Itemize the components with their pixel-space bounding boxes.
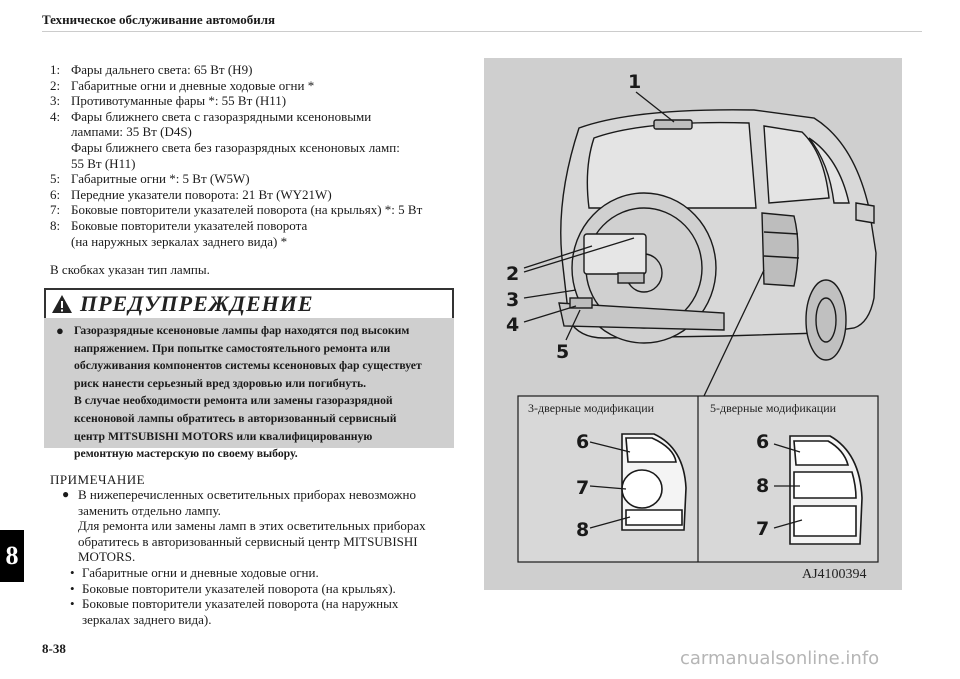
callout-2: 2 [506, 263, 519, 285]
note-body: ● В нижеперечисленных осветительных приб… [62, 487, 462, 627]
note-item: Боковые повторители указателей поворота … [70, 596, 462, 627]
page-header: Техническое обслуживание автомобиля [42, 12, 276, 27]
callout-5: 5 [556, 341, 569, 363]
bulb-list: 1:Фары дальнего света: 65 Вт (H9) 2:Габа… [50, 62, 470, 249]
callout-3: 3 [506, 289, 519, 311]
callout-7-3door: 7 [576, 477, 589, 499]
note-text: В нижеперечисленных осветительных прибор… [78, 487, 426, 565]
list-item: 8:Боковые повторители указателей поворот… [50, 217, 308, 249]
callout-6-3door: 6 [576, 431, 589, 453]
warning-header: ПРЕДУПРЕЖДЕНИЕ [44, 288, 454, 318]
callout-1: 1 [628, 71, 641, 93]
list-item: 1:Фары дальнего света: 65 Вт (H9) [50, 62, 253, 77]
warning-text: Газоразрядные ксеноновые лампы фар наход… [74, 324, 422, 461]
header-divider [42, 31, 922, 32]
callout-8-3door: 8 [576, 519, 589, 541]
warning-title: ПРЕДУПРЕЖДЕНИЕ [80, 291, 314, 316]
warning-triangle-icon [52, 295, 72, 313]
callout-8-5door: 8 [756, 475, 769, 497]
list-item: 3:Противотуманные фары *: 55 Вт (H11) [50, 93, 287, 109]
watermark: carmanualsonline.info [680, 648, 880, 669]
bracket-note: В скобках указан тип лампы. [50, 262, 210, 277]
callout-7-5door: 7 [756, 518, 769, 540]
warning-box: ПРЕДУПРЕЖДЕНИЕ ● Газоразрядные ксеноновы… [44, 288, 454, 460]
figure-code: AJ4100394 [802, 567, 867, 582]
note-item: Боковые повторители указателей поворота … [70, 581, 462, 597]
callout-6-5door: 6 [756, 431, 769, 453]
list-item: 6:Передние указатели поворота: 21 Вт (WY… [50, 186, 332, 202]
panel-label-3door: 3-дверные модификации [528, 401, 655, 415]
list-item: 2:Габаритные огни и дневные ходовые огни… [50, 77, 315, 93]
note-title: ПРИМЕЧАНИЕ [50, 472, 146, 487]
bullet-icon: ● [62, 487, 70, 501]
panel-label-5door: 5-дверные модификации [710, 401, 837, 415]
vehicle-illustration: 1 2 3 4 5 3-дверные модификации 5-дверны… [506, 71, 879, 582]
chapter-tab: 8 [0, 530, 24, 582]
bullet-icon: ● [56, 323, 64, 338]
note-item: Габаритные огни и дневные ходовые огни. [70, 565, 462, 581]
list-item: 4:Фары ближнего света с газоразрядными к… [50, 108, 400, 171]
callout-4: 4 [506, 314, 519, 336]
list-item: 7:Боковые повторители указателей поворот… [50, 202, 423, 218]
warning-body: ● Газоразрядные ксеноновые лампы фар нах… [56, 322, 446, 463]
list-item: 5:Габаритные огни *: 5 Вт (W5W) [50, 171, 250, 187]
page-number: 8-38 [42, 641, 66, 656]
vehicle-figure: 1 2 3 4 5 3-дверные модификации 5-дверны… [484, 58, 902, 590]
